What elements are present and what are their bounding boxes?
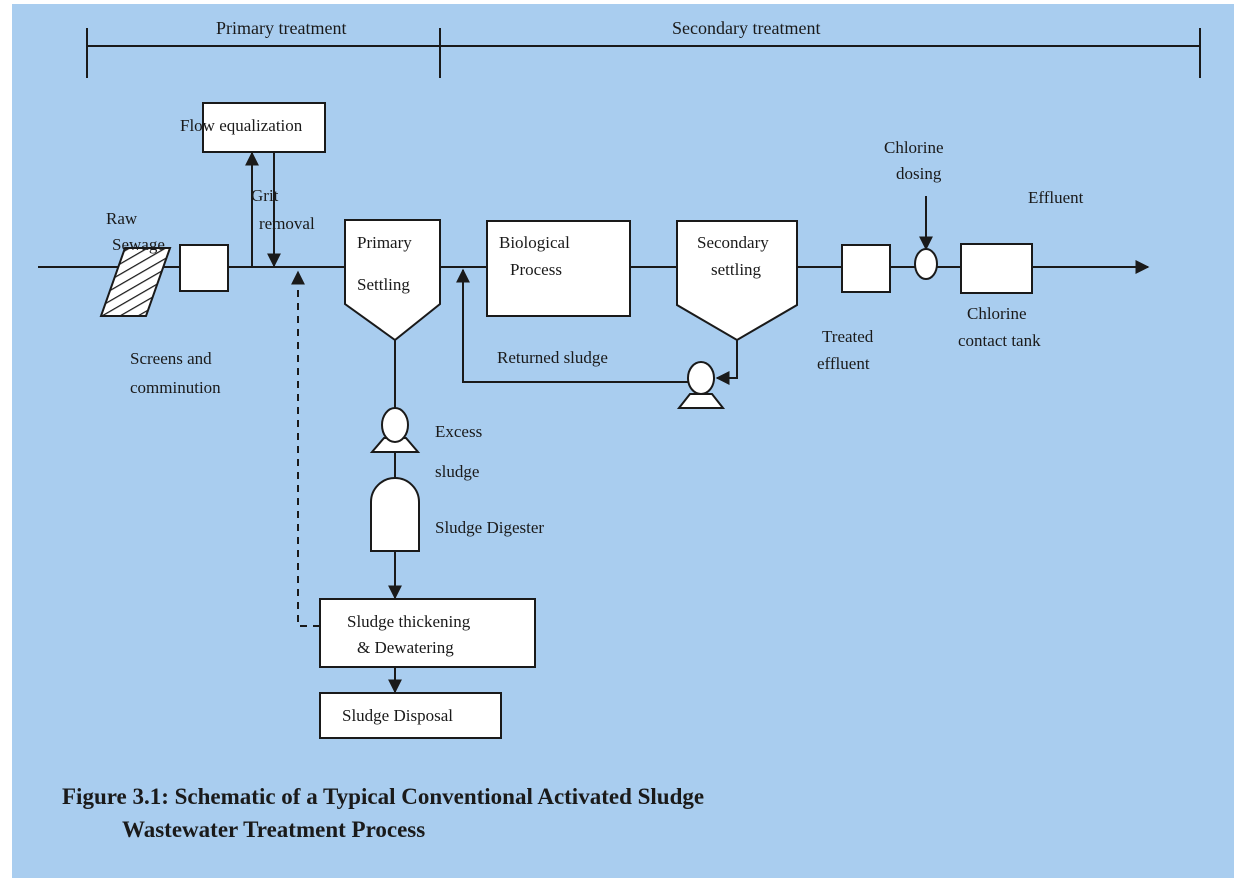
comminution-unit [179,244,229,292]
primary-settling-label-line2: Settling [357,275,410,294]
chlorine-dosing-point [914,248,938,280]
figure-caption-line1: Figure 3.1: Schematic of a Typical Conve… [62,784,704,809]
secondary-settling-label-line2: settling [711,260,762,279]
returned-sludge-label: Returned sludge [497,348,608,367]
chlorine-dosing-label-line1: Chlorine [884,138,944,157]
bar-screen-icon [99,247,172,317]
secondary-settling-label-line1: Secondary [697,233,769,252]
diagram-background [12,4,1234,878]
excess-sludge-label: sludge [435,462,479,481]
sludge-digester-label: Sludge Digester [435,518,544,537]
raw-label: Raw [106,209,138,228]
effluent-label: Effluent [1028,188,1084,207]
sewage-label: Sewage [112,235,165,254]
chlorine-contact-label-line1: Chlorine [967,304,1027,323]
returned-sludge-line [456,268,688,383]
treated-effluent-label-line2: effluent [817,354,870,373]
sludge-disposal-unit [319,692,502,739]
screens-label-line1: Screens and [130,349,212,368]
primary-settling-label-line1: Primary [357,233,412,252]
sludge-thickening-label-line1: Sludge thickening [347,612,471,631]
excess-label: Excess [435,422,482,441]
chlorine-contact-label-line2: contact tank [958,331,1041,350]
biological-process-label-line2: Process [510,260,562,279]
flow-equalization-label: Flow equalization [180,116,303,135]
sludge-disposal-label: Sludge Disposal [342,706,453,725]
sludge-thickening-unit [319,598,536,668]
excess-sludge-pump-icon [369,407,421,453]
chlorine-contact-tank [960,243,1033,294]
biological-process-unit [486,220,631,317]
figure-caption-line2: Wastewater Treatment Process [122,817,425,842]
screens-label-line2: comminution [130,378,221,397]
grit-label: Grit [251,186,279,205]
return-sludge-pump-icon [676,361,726,409]
flow-equalization-unit [202,102,326,153]
sludge-thickening-label-line2: & Dewatering [357,638,454,657]
section-primary-label: Primary treatment [216,18,346,38]
secondary-sludge-line [715,340,738,385]
treated-effluent-label-line1: Treated [822,327,874,346]
secondary-settling-tank [676,220,798,342]
section-secondary-label: Secondary treatment [672,18,820,38]
removal-label: removal [259,214,315,233]
biological-process-label-line1: Biological [499,233,570,252]
sludge-digester [370,477,420,552]
primary-settling-tank [344,219,441,342]
chlorine-dosing-label-line2: dosing [896,164,942,183]
treated-effluent-unit [841,244,891,293]
section-bracket [86,28,1201,78]
